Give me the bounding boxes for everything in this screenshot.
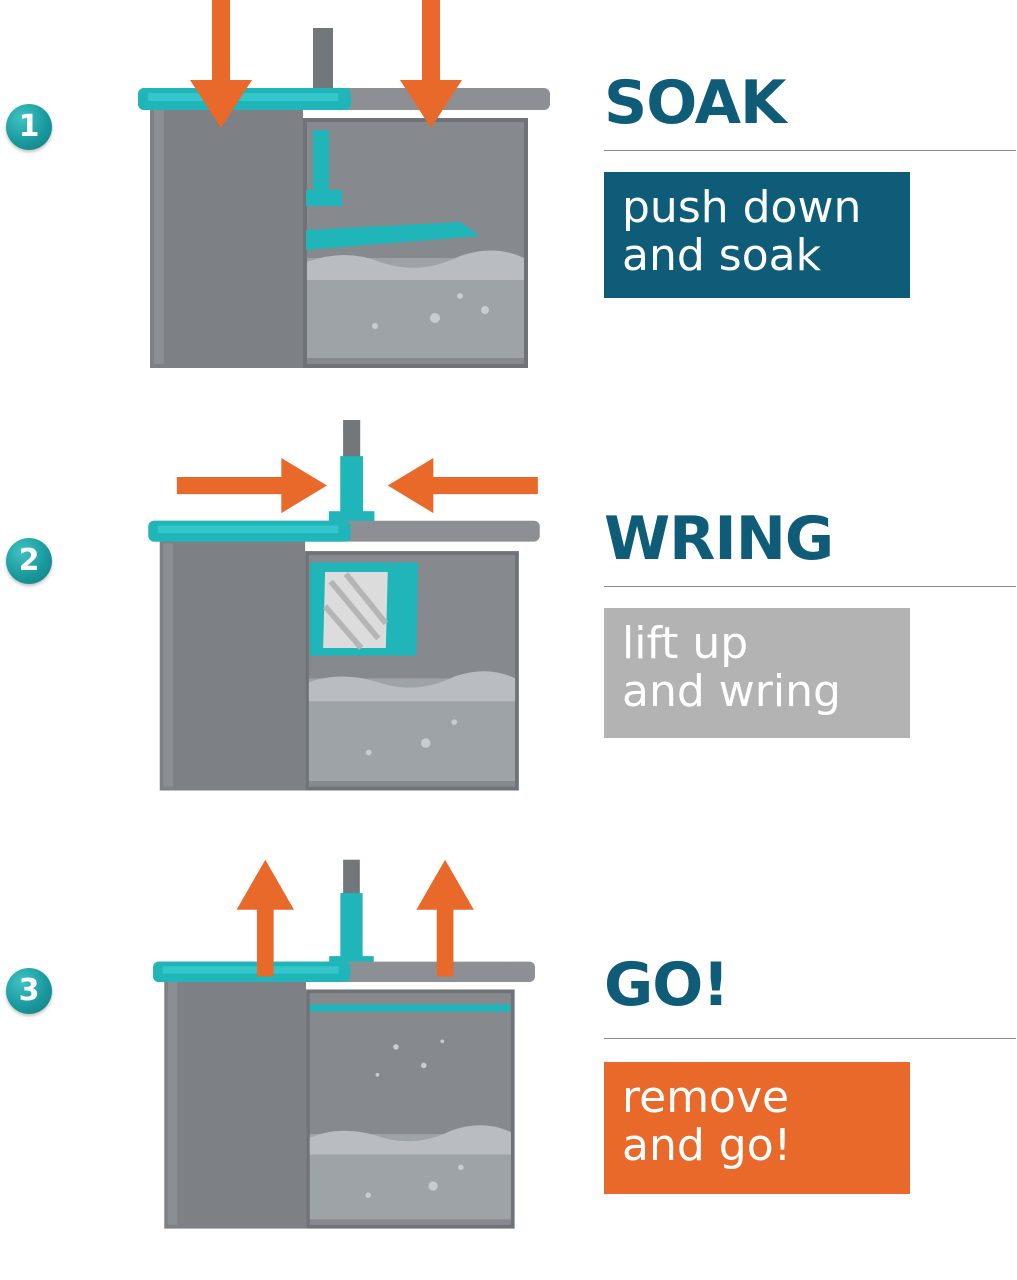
step-go: 3 GO! remove and go! xyxy=(0,856,1017,1276)
divider xyxy=(604,150,1016,151)
instruction-line: remove xyxy=(622,1072,790,1123)
instruction-line: and go! xyxy=(622,1120,792,1171)
bucket-left-compartment xyxy=(150,106,303,368)
mop-handle xyxy=(343,420,361,458)
bucket-go-illustration xyxy=(153,859,535,1229)
step-number-badge: 2 xyxy=(6,538,52,584)
bucket-left-compartment xyxy=(159,539,306,791)
step-title: WRING xyxy=(604,504,834,574)
mop-head xyxy=(306,222,480,250)
divider xyxy=(604,586,1016,587)
step-title: SOAK xyxy=(604,68,787,138)
arrow-up-right xyxy=(416,859,474,977)
mop-handle xyxy=(313,28,333,98)
instruction-line: and wring xyxy=(622,666,841,717)
instruction-line: lift up xyxy=(622,618,749,669)
arrow-down-left xyxy=(190,0,252,128)
instruction-line: and soak xyxy=(622,230,822,281)
bucket-soak-illustration xyxy=(138,0,550,368)
arrow-down-right xyxy=(400,0,462,128)
mop-handle xyxy=(343,859,360,897)
divider xyxy=(604,1038,1016,1039)
arrow-right xyxy=(176,458,327,514)
instruction-box: lift up and wring xyxy=(604,608,910,738)
instruction-box: remove and go! xyxy=(604,1062,910,1194)
step-title: GO! xyxy=(604,950,730,1020)
instruction-box: push down and soak xyxy=(604,172,910,298)
bucket-left-compartment xyxy=(164,978,307,1229)
bucket-wring-illustration xyxy=(148,420,540,791)
step-soak: 1 SOAK push down and soak xyxy=(0,0,1017,400)
instruction-line: push down xyxy=(622,182,862,233)
step-number-badge: 3 xyxy=(6,968,52,1014)
step-wring: 2 WRING lift up and wring xyxy=(0,420,1017,830)
arrow-left xyxy=(387,458,538,514)
arrow-up-left xyxy=(236,859,295,977)
step-number-badge: 1 xyxy=(6,104,52,150)
